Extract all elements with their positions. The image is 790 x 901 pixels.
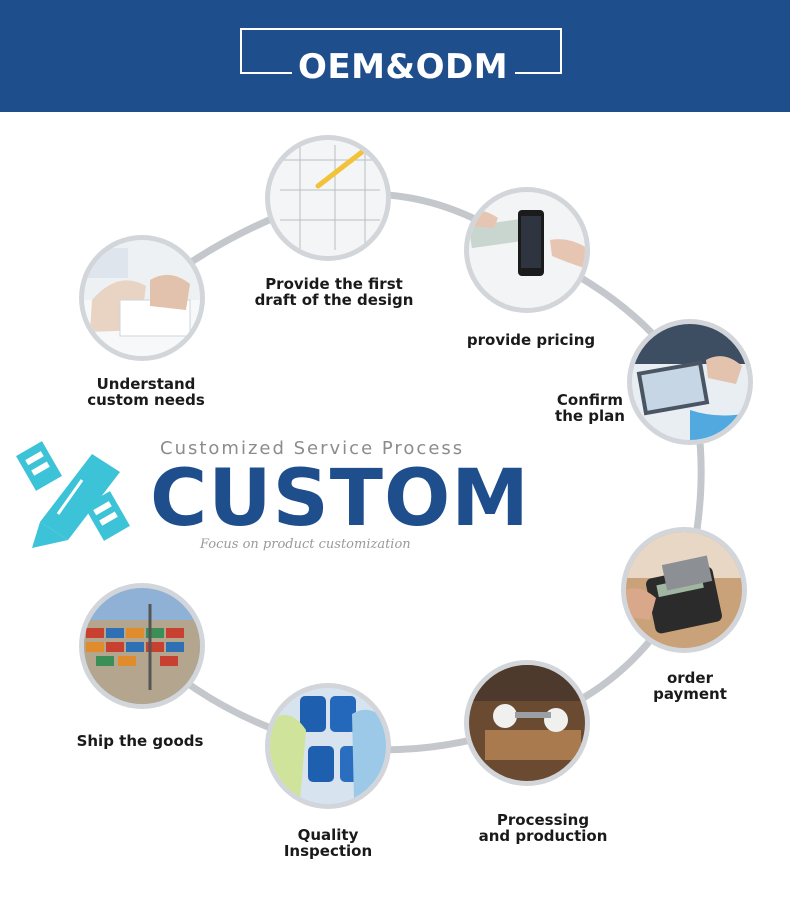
center-title: CUSTOM	[150, 454, 530, 544]
header-frame	[240, 28, 562, 74]
step-label-understand: Understand custom needs	[87, 375, 205, 409]
step-label-inspection: Quality Inspection	[283, 826, 373, 860]
step-photo-understand	[79, 235, 205, 361]
step-photo-design	[265, 135, 391, 261]
header-frame-line-left	[240, 72, 292, 74]
header-title: OEM&ODM	[297, 47, 509, 87]
step-label-production: Processing and production	[478, 811, 608, 845]
step-label-design: Provide the first draft of the design	[254, 275, 414, 309]
step-label-pricing: provide pricing	[466, 331, 596, 349]
center-subtitle: Customized Service Process	[160, 438, 465, 459]
header-banner	[0, 0, 790, 112]
step-photo-production	[464, 660, 590, 786]
center-tagline: Focus on product customization	[200, 537, 411, 552]
step-label-payment: order payment	[653, 669, 727, 703]
step-label-confirm: Confirm the plan	[555, 391, 625, 425]
edit-pencil-icon	[16, 441, 130, 548]
step-photo-shipping	[79, 583, 205, 709]
step-label-shipping: Ship the goods	[76, 732, 204, 750]
step-photo-pricing	[464, 187, 590, 313]
header-frame-line-right	[515, 72, 562, 74]
step-photo-inspection	[265, 683, 391, 809]
step-photo-confirm	[627, 319, 753, 445]
step-photo-payment	[621, 527, 747, 653]
